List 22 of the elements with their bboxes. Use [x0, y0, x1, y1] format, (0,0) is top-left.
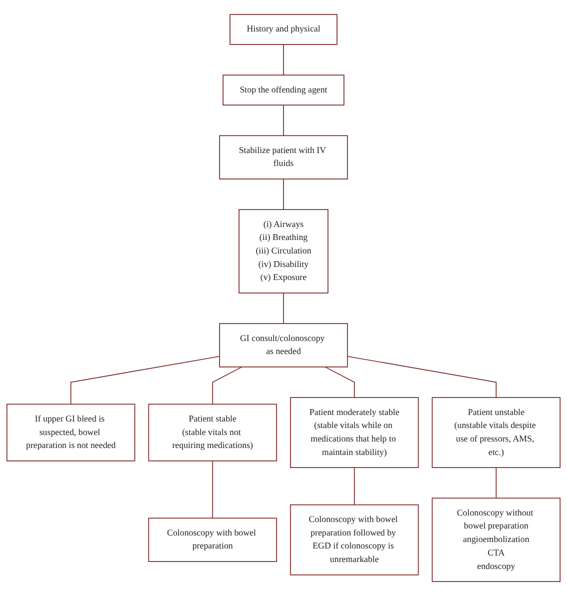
connector — [70, 355, 220, 404]
node-box: Patient moderately stable (stable vitals while on medications that help to maintain stability) — [290, 396, 419, 468]
node-box: Stop the offending agent — [222, 74, 344, 105]
node-box: Patient unstable (unstable vitals despite use of pressors, AMS, etc.) — [432, 396, 561, 468]
connector — [283, 104, 284, 136]
connector — [347, 355, 497, 398]
connector — [283, 44, 284, 75]
connector — [212, 460, 214, 518]
node-box: (i) Airways (ii) Breathing (iii) Circulation (iv) Disability (v) Exposure — [238, 208, 328, 293]
connector — [496, 466, 497, 498]
node-box: If upper GI bleed is suspected, bowel preparation is not needed — [6, 403, 136, 461]
node-box: Patient stable (stable vitals not requiring medications) — [148, 403, 277, 461]
node-box: Colonoscopy with bowel preparation followed by EGD if colonoscopy is unremarkable — [290, 504, 419, 575]
node-box: Colonoscopy with bowel preparation — [148, 517, 277, 562]
connector — [283, 178, 284, 210]
node-box: Colonoscopy without bowel preparation angioembolization CTA endoscopy — [432, 497, 561, 582]
connector — [283, 292, 284, 324]
node-box: Stabilize patient with IV fluids — [219, 134, 348, 179]
node-box: GI consult/colonoscopy as needed — [219, 322, 348, 367]
connector — [324, 366, 355, 398]
node-box: History and physical — [230, 14, 338, 44]
connector — [354, 466, 355, 505]
